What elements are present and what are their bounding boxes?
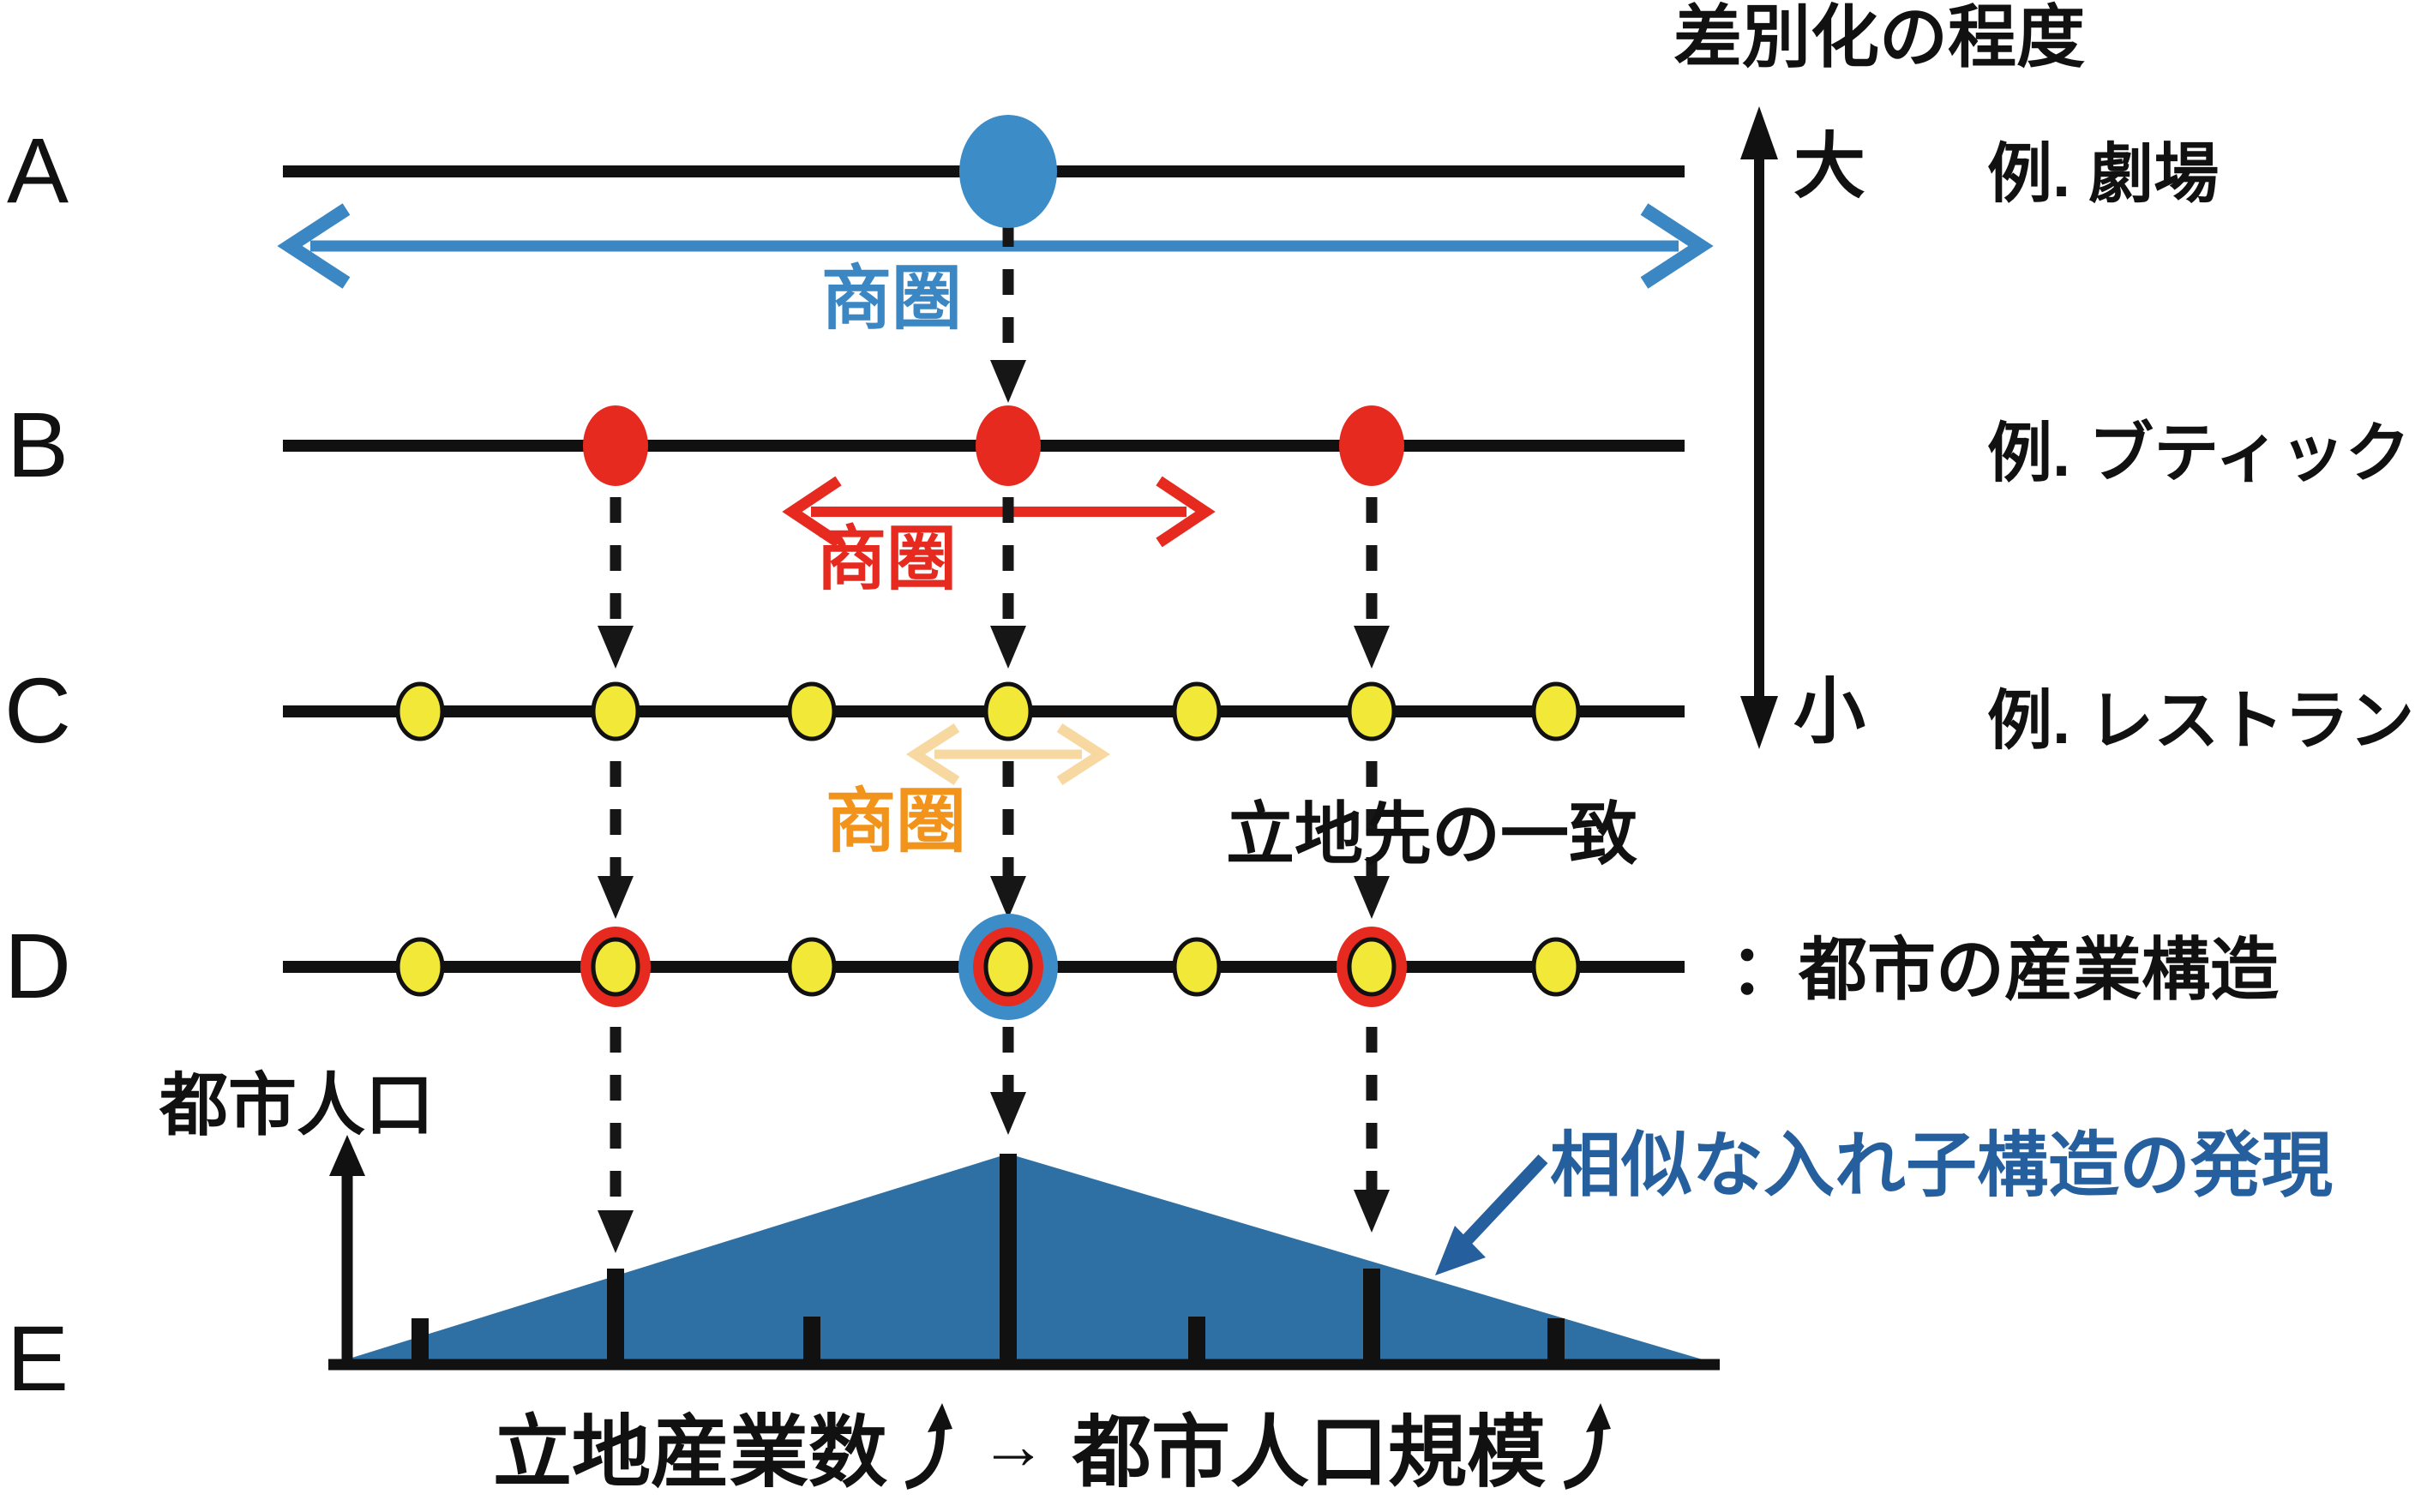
yellow-industry-dot: [395, 681, 445, 741]
annotation-arrow-shaft: [1457, 1154, 1548, 1250]
yellow-industry-dot: [1172, 681, 1222, 741]
example-boutique: 例. ブティック: [1987, 417, 2411, 490]
example-theater: 例. 劇場: [1987, 138, 2220, 211]
arrowhead-right-icon: [1156, 476, 1216, 548]
row-label-a: A: [7, 118, 69, 222]
caption-lhs: 立地産業数: [493, 1409, 888, 1497]
arrowhead-left-icon: [905, 723, 960, 786]
yellow-industry-dot: [983, 937, 1033, 997]
arrowhead-downleft-icon: [1435, 1226, 1486, 1275]
arrowhead-down-icon: [1740, 696, 1778, 749]
row-label-e: E: [7, 1306, 69, 1410]
population-axis-label: 都市人口: [159, 1067, 434, 1143]
nested-structure-annotation: 相似な入れ子構造の発現: [1550, 1125, 2333, 1205]
arrowhead-left-icon: [782, 476, 842, 548]
location-match-note: 立地先の一致: [1226, 796, 1637, 873]
city-bar: [1363, 1269, 1380, 1365]
caption-rhs: 都市人口規模: [1072, 1409, 1547, 1497]
page-title: 差別化の程度: [1673, 0, 2085, 75]
yellow-industry-dot: [1531, 937, 1581, 997]
red-industry-dot: [583, 405, 648, 486]
arrowhead-down-icon: [990, 360, 1026, 403]
city-bar: [1547, 1318, 1565, 1365]
bottom-caption: 立地産業数 → 都市人口規模: [493, 1389, 1613, 1503]
city-bar: [803, 1317, 820, 1365]
market-area-label-b: 商圏: [816, 520, 958, 598]
row-label-d: D: [4, 914, 71, 1017]
yellow-industry-dot: [395, 937, 445, 997]
red-industry-dot: [976, 405, 1041, 486]
row-label-b: B: [7, 393, 69, 496]
city-bar: [412, 1318, 429, 1365]
market-area-label-c: 商圏: [826, 783, 967, 861]
arrowhead-down-icon: [1354, 626, 1390, 669]
arrowhead-down-icon: [598, 876, 634, 919]
arrowhead-down-icon: [598, 626, 634, 669]
yellow-industry-dot: [1347, 681, 1397, 741]
yellow-industry-dot: [787, 681, 837, 741]
example-restaurant: 例. レストラン: [1987, 685, 2415, 758]
arrowhead-down-icon: [990, 626, 1026, 669]
city-bar: [607, 1269, 624, 1365]
yellow-industry-dot: [787, 937, 837, 997]
industry-structure-legend: ：都市の産業構造: [1730, 932, 2279, 1008]
axis-large-label: 大: [1793, 126, 1866, 207]
yellow-industry-dot: [1172, 937, 1222, 997]
arrowhead-up-icon: [1740, 106, 1778, 159]
arrowhead-right-icon: [1640, 203, 1714, 289]
arrowhead-right-icon: [1056, 723, 1111, 786]
curved-up-arrow-icon: [904, 1402, 953, 1490]
arrowhead-down-icon: [1354, 876, 1390, 919]
yellow-industry-dot: [983, 681, 1033, 741]
city-bar: [1188, 1317, 1205, 1365]
arrowhead-down-icon: [990, 1092, 1026, 1135]
arrowhead-down-icon: [598, 1210, 634, 1253]
row-label-c: C: [4, 658, 71, 762]
arrowhead-left-icon: [277, 203, 351, 289]
axis-small-label: 小: [1793, 671, 1866, 752]
yellow-industry-dot: [591, 681, 640, 741]
arrowhead-down-icon: [1354, 1190, 1390, 1233]
yellow-industry-dot: [1347, 937, 1397, 997]
red-industry-dot: [1339, 405, 1404, 486]
yellow-industry-dot: [1531, 681, 1581, 741]
city-bar: [1000, 1154, 1017, 1365]
market-area-label-a: 商圏: [821, 260, 963, 338]
yellow-industry-dot: [591, 937, 640, 997]
blue-industry-dot: [959, 115, 1057, 228]
arrowhead-up-icon: [329, 1135, 365, 1176]
curved-up-arrow-icon: [1563, 1402, 1612, 1490]
arrowhead-down-icon: [990, 876, 1026, 919]
implies-arrow: →: [980, 1407, 1048, 1483]
